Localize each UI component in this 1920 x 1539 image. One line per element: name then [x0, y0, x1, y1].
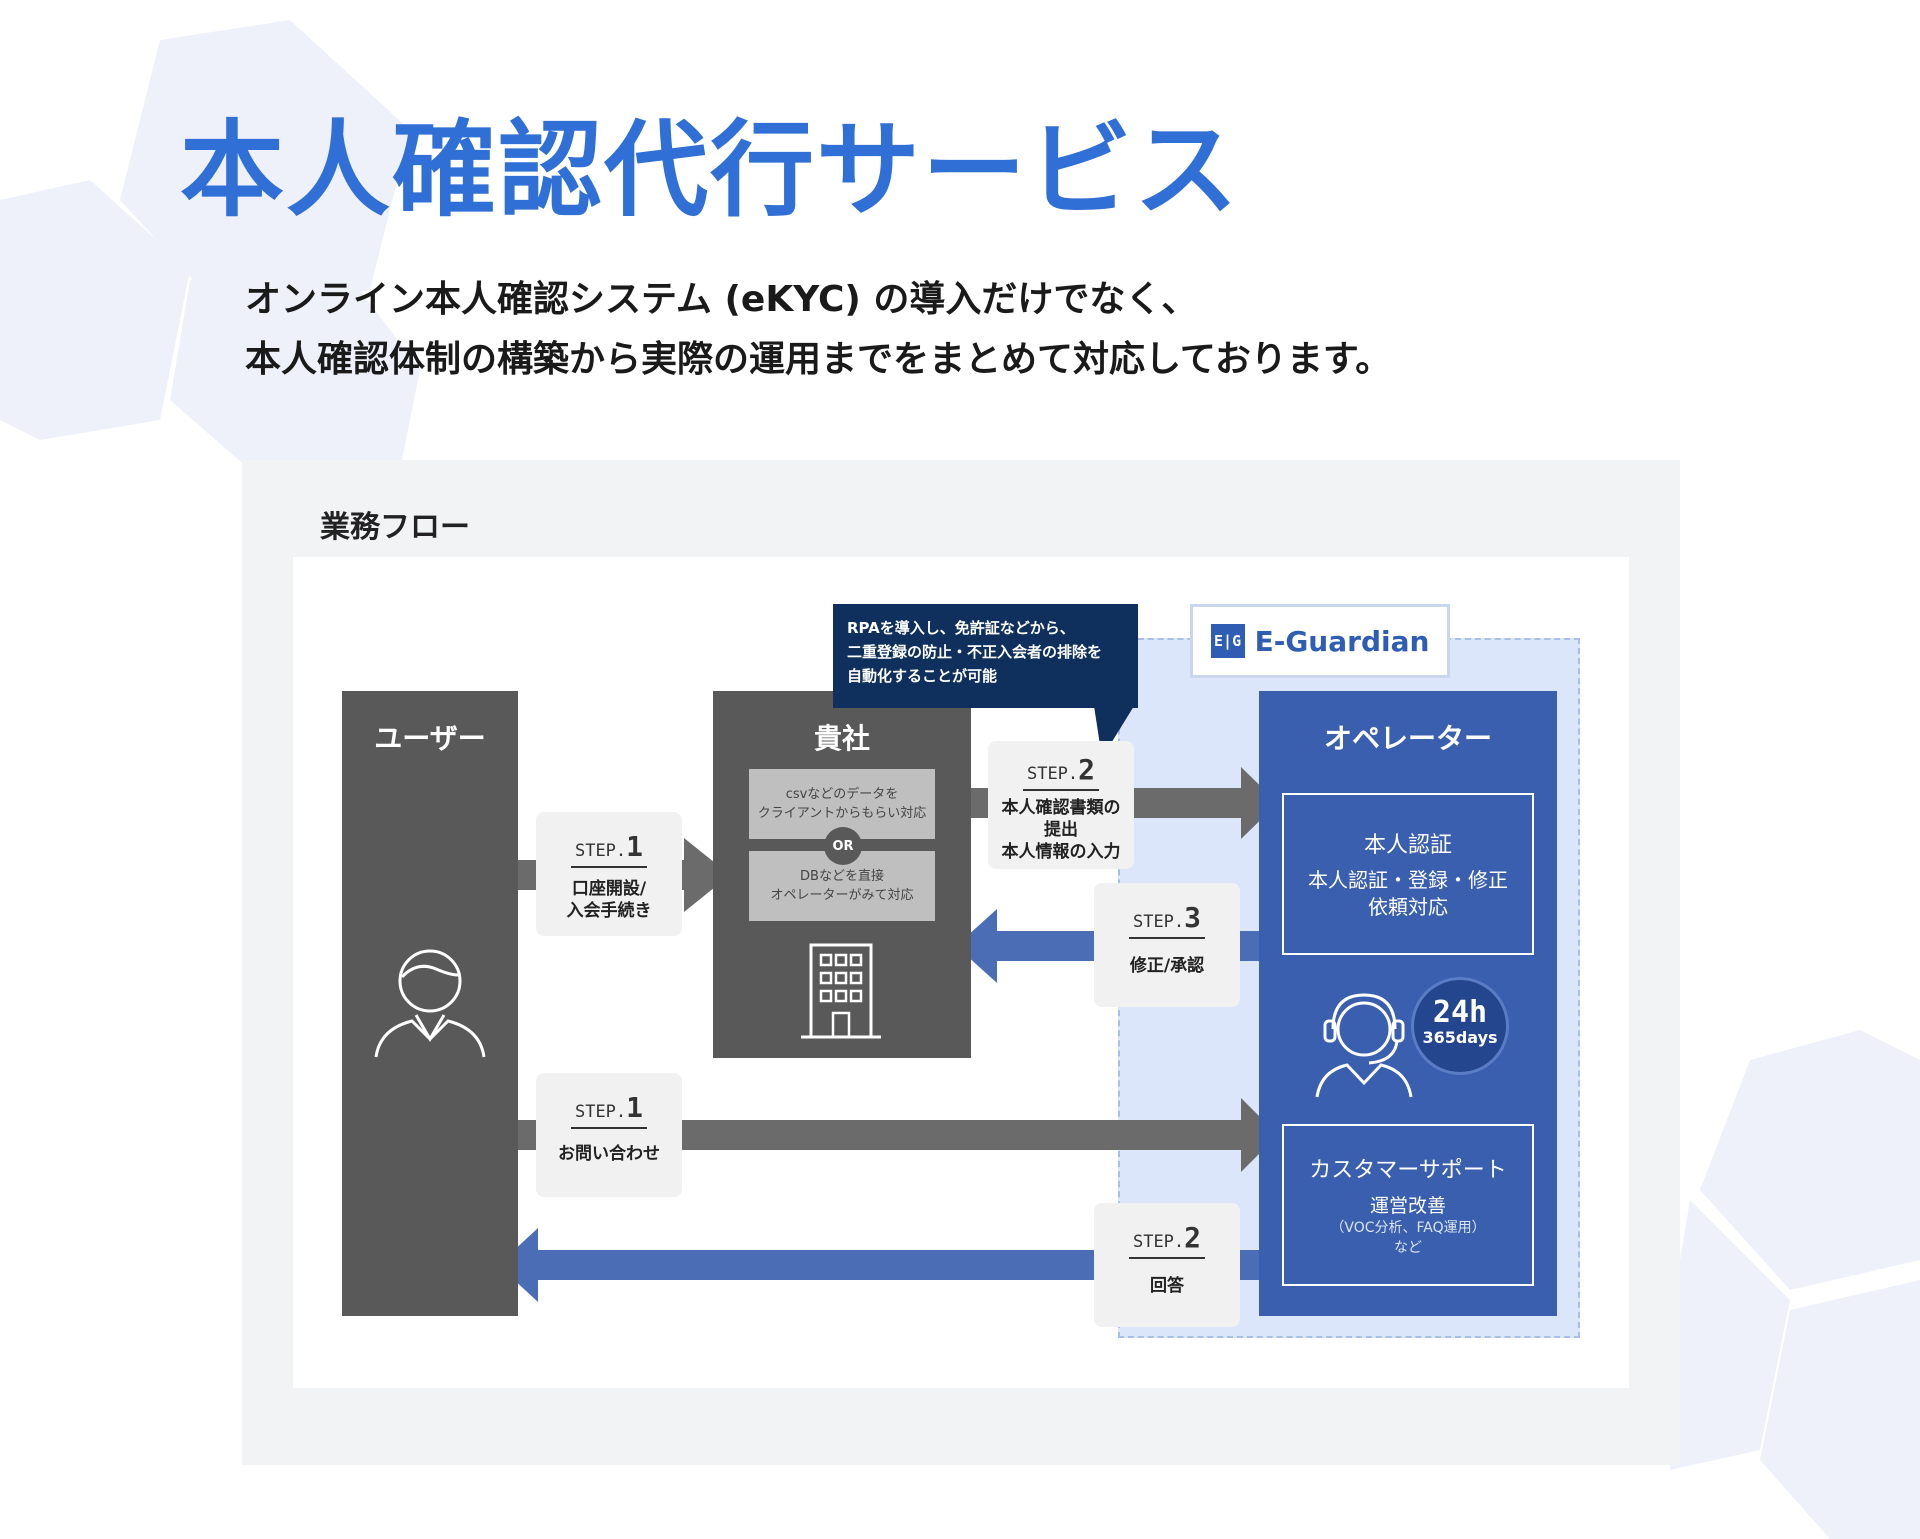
subtitle-line-2: 本人確認体制の構築から実際の運用までをまとめて対応しております。: [245, 339, 1392, 380]
step-text: 回答: [1150, 1276, 1184, 1296]
step-text: 修正/承認: [1129, 956, 1205, 976]
page-title: 本人確認代行サービス: [180, 109, 1241, 231]
step-card-fix: STEP.3 修正/承認: [1094, 883, 1240, 1007]
hexagon-shape: [1670, 1200, 1790, 1470]
step-card-inquiry: STEP.1 お問い合わせ: [536, 1073, 682, 1197]
customer-support-title: カスタマーサポート: [1309, 1158, 1507, 1183]
user-heading: ユーザー: [374, 722, 486, 755]
customer-support-detail: （VOC分析、FAQ運用）: [1330, 1220, 1486, 1236]
identity-verification-line: 依頼対応: [1368, 895, 1448, 919]
user-icon: [374, 949, 486, 1058]
badge-days: 365days: [1422, 1028, 1498, 1047]
building-icon: [801, 943, 881, 1039]
identity-verification-box: 本人認証 本人認証・登録・修正 依頼対応: [1282, 793, 1534, 955]
step-text: お問い合わせ: [558, 1144, 660, 1164]
company-heading: 貴社: [813, 722, 870, 755]
step-text: 口座開設/ 入会手続き: [566, 879, 652, 921]
e-guardian-mark-icon: E|G: [1210, 624, 1245, 658]
callout-line: 自動化することが可能: [847, 667, 998, 685]
badge-hours: 24h: [1432, 995, 1488, 1030]
customer-support-tail: など: [1394, 1240, 1422, 1256]
identity-verification-line: 本人認証・登録・修正: [1308, 868, 1508, 892]
hexagon-shape: [170, 250, 420, 470]
identity-verification-title: 本人認証: [1363, 833, 1452, 858]
e-guardian-name: E-Guardian: [1254, 624, 1430, 658]
callout-line: RPAを導入し、免許証などから、: [847, 619, 1075, 637]
page-subtitle: オンライン本人確認システム (eKYC) の導入だけでなく、 本人確認体制の構築…: [245, 270, 1391, 390]
step-card-answer: STEP.2 回答: [1094, 1203, 1240, 1327]
step-title: STEP.3: [1128, 901, 1206, 939]
customer-support-line: 運営改善: [1369, 1195, 1446, 1217]
hexagon-shape: [120, 20, 410, 320]
step-card-submit: STEP.2 本人確認書類の 提出 本人情報の入力: [988, 741, 1134, 869]
step-title: STEP.1: [570, 830, 648, 868]
hexagon-shape: [1760, 1280, 1920, 1539]
flow-label: 業務フロー: [320, 510, 470, 545]
step-text: 本人確認書類の 提出 本人情報の入力: [1001, 798, 1121, 862]
availability-badge: 24h 365days: [1411, 977, 1509, 1075]
step-card-account: STEP.1 口座開設/ 入会手続き: [536, 812, 682, 936]
hexagon-shape: [0, 180, 190, 440]
company-column: 貴社 csvなどのデータを クライアントからもらい対応 DBなどを直接 オペレー…: [713, 691, 971, 1058]
operator-heading: オペレーター: [1323, 722, 1492, 755]
step-title: STEP.1: [570, 1091, 648, 1129]
step-title: STEP.2: [1022, 753, 1100, 791]
user-column: ユーザー: [342, 691, 518, 1316]
step-title: STEP.2: [1128, 1221, 1206, 1259]
rpa-callout: RPAを導入し、免許証などから、 二重登録の防止・不正入会者の排除を 自動化する…: [833, 604, 1138, 708]
subtitle-line-1: オンライン本人確認システム (eKYC) の導入だけでなく、: [245, 279, 1198, 320]
customer-support-box: カスタマーサポート 運営改善 （VOC分析、FAQ運用） など: [1282, 1124, 1534, 1286]
e-guardian-logo: E|G E-Guardian: [1190, 604, 1450, 678]
or-badge: OR: [824, 827, 862, 865]
callout-line: 二重登録の防止・不正入会者の排除を: [847, 643, 1103, 661]
hexagon-shape: [1700, 1030, 1920, 1290]
operator-column: オペレーター 本人認証 本人認証・登録・修正 依頼対応 カスタマーサポート 運営…: [1259, 691, 1557, 1316]
operator-headset-icon: [1315, 993, 1413, 1098]
